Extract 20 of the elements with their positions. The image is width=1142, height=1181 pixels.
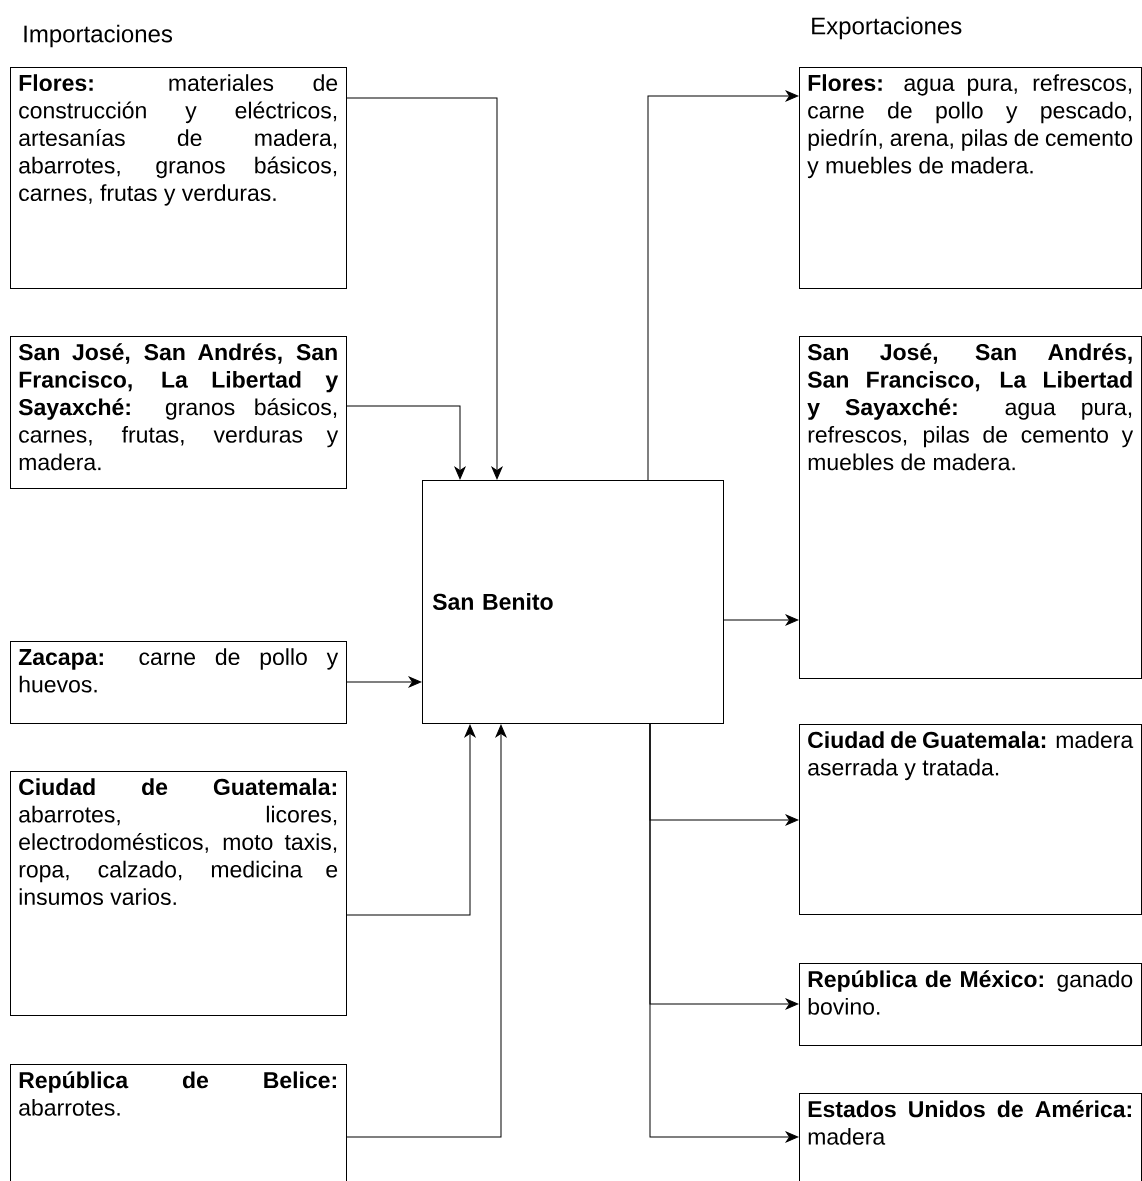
place-box: San José, San Andrés, San Francisco, La Libertad y Sayaxché: granos básicos, carnes, frutas, verduras y madera. — [10, 336, 347, 489]
arrow — [346, 676, 422, 688]
place-box: Flores: agua pura, refrescos, carne de pollo y pescado, piedrín, arena, pilas de cemento y muebles de madera. — [799, 67, 1142, 289]
center-box: San Benito — [422, 480, 724, 724]
arrow — [647, 90, 799, 481]
place-box: República de Belice: abarrotes. — [10, 1064, 347, 1181]
place-box: Ciudad de Guatemala: madera aserrada y tratada. — [799, 724, 1142, 915]
arrow — [346, 724, 476, 916]
place-box: Ciudad de Guatemala: abarrotes, licores, electrodomésticos, moto taxis, ropa, calzado, medicina e insumos varios. — [10, 771, 347, 1016]
section-heading: Exportaciones — [812, 16, 962, 40]
arrow — [649, 723, 799, 1143]
place-box: República de México: ganado bovino. — [799, 963, 1142, 1046]
place-box: Flores: materiales de construcción y eléctricos, artesanías de madera, abarrotes, granos básicos, carnes, frutas y verduras. — [10, 67, 347, 289]
arrow — [346, 97, 503, 480]
place-box: Zacapa: carne de pollo y huevos. — [10, 641, 347, 724]
place-box: Estados Unidos de América: madera — [799, 1093, 1142, 1181]
arrow — [346, 405, 466, 480]
place-box: San José, San Andrés, San Francisco, La Libertad y Sayaxché: agua pura, refrescos, pilas de cemento y muebles de madera. — [799, 336, 1142, 679]
arrow — [346, 724, 507, 1138]
arrow — [723, 614, 799, 626]
